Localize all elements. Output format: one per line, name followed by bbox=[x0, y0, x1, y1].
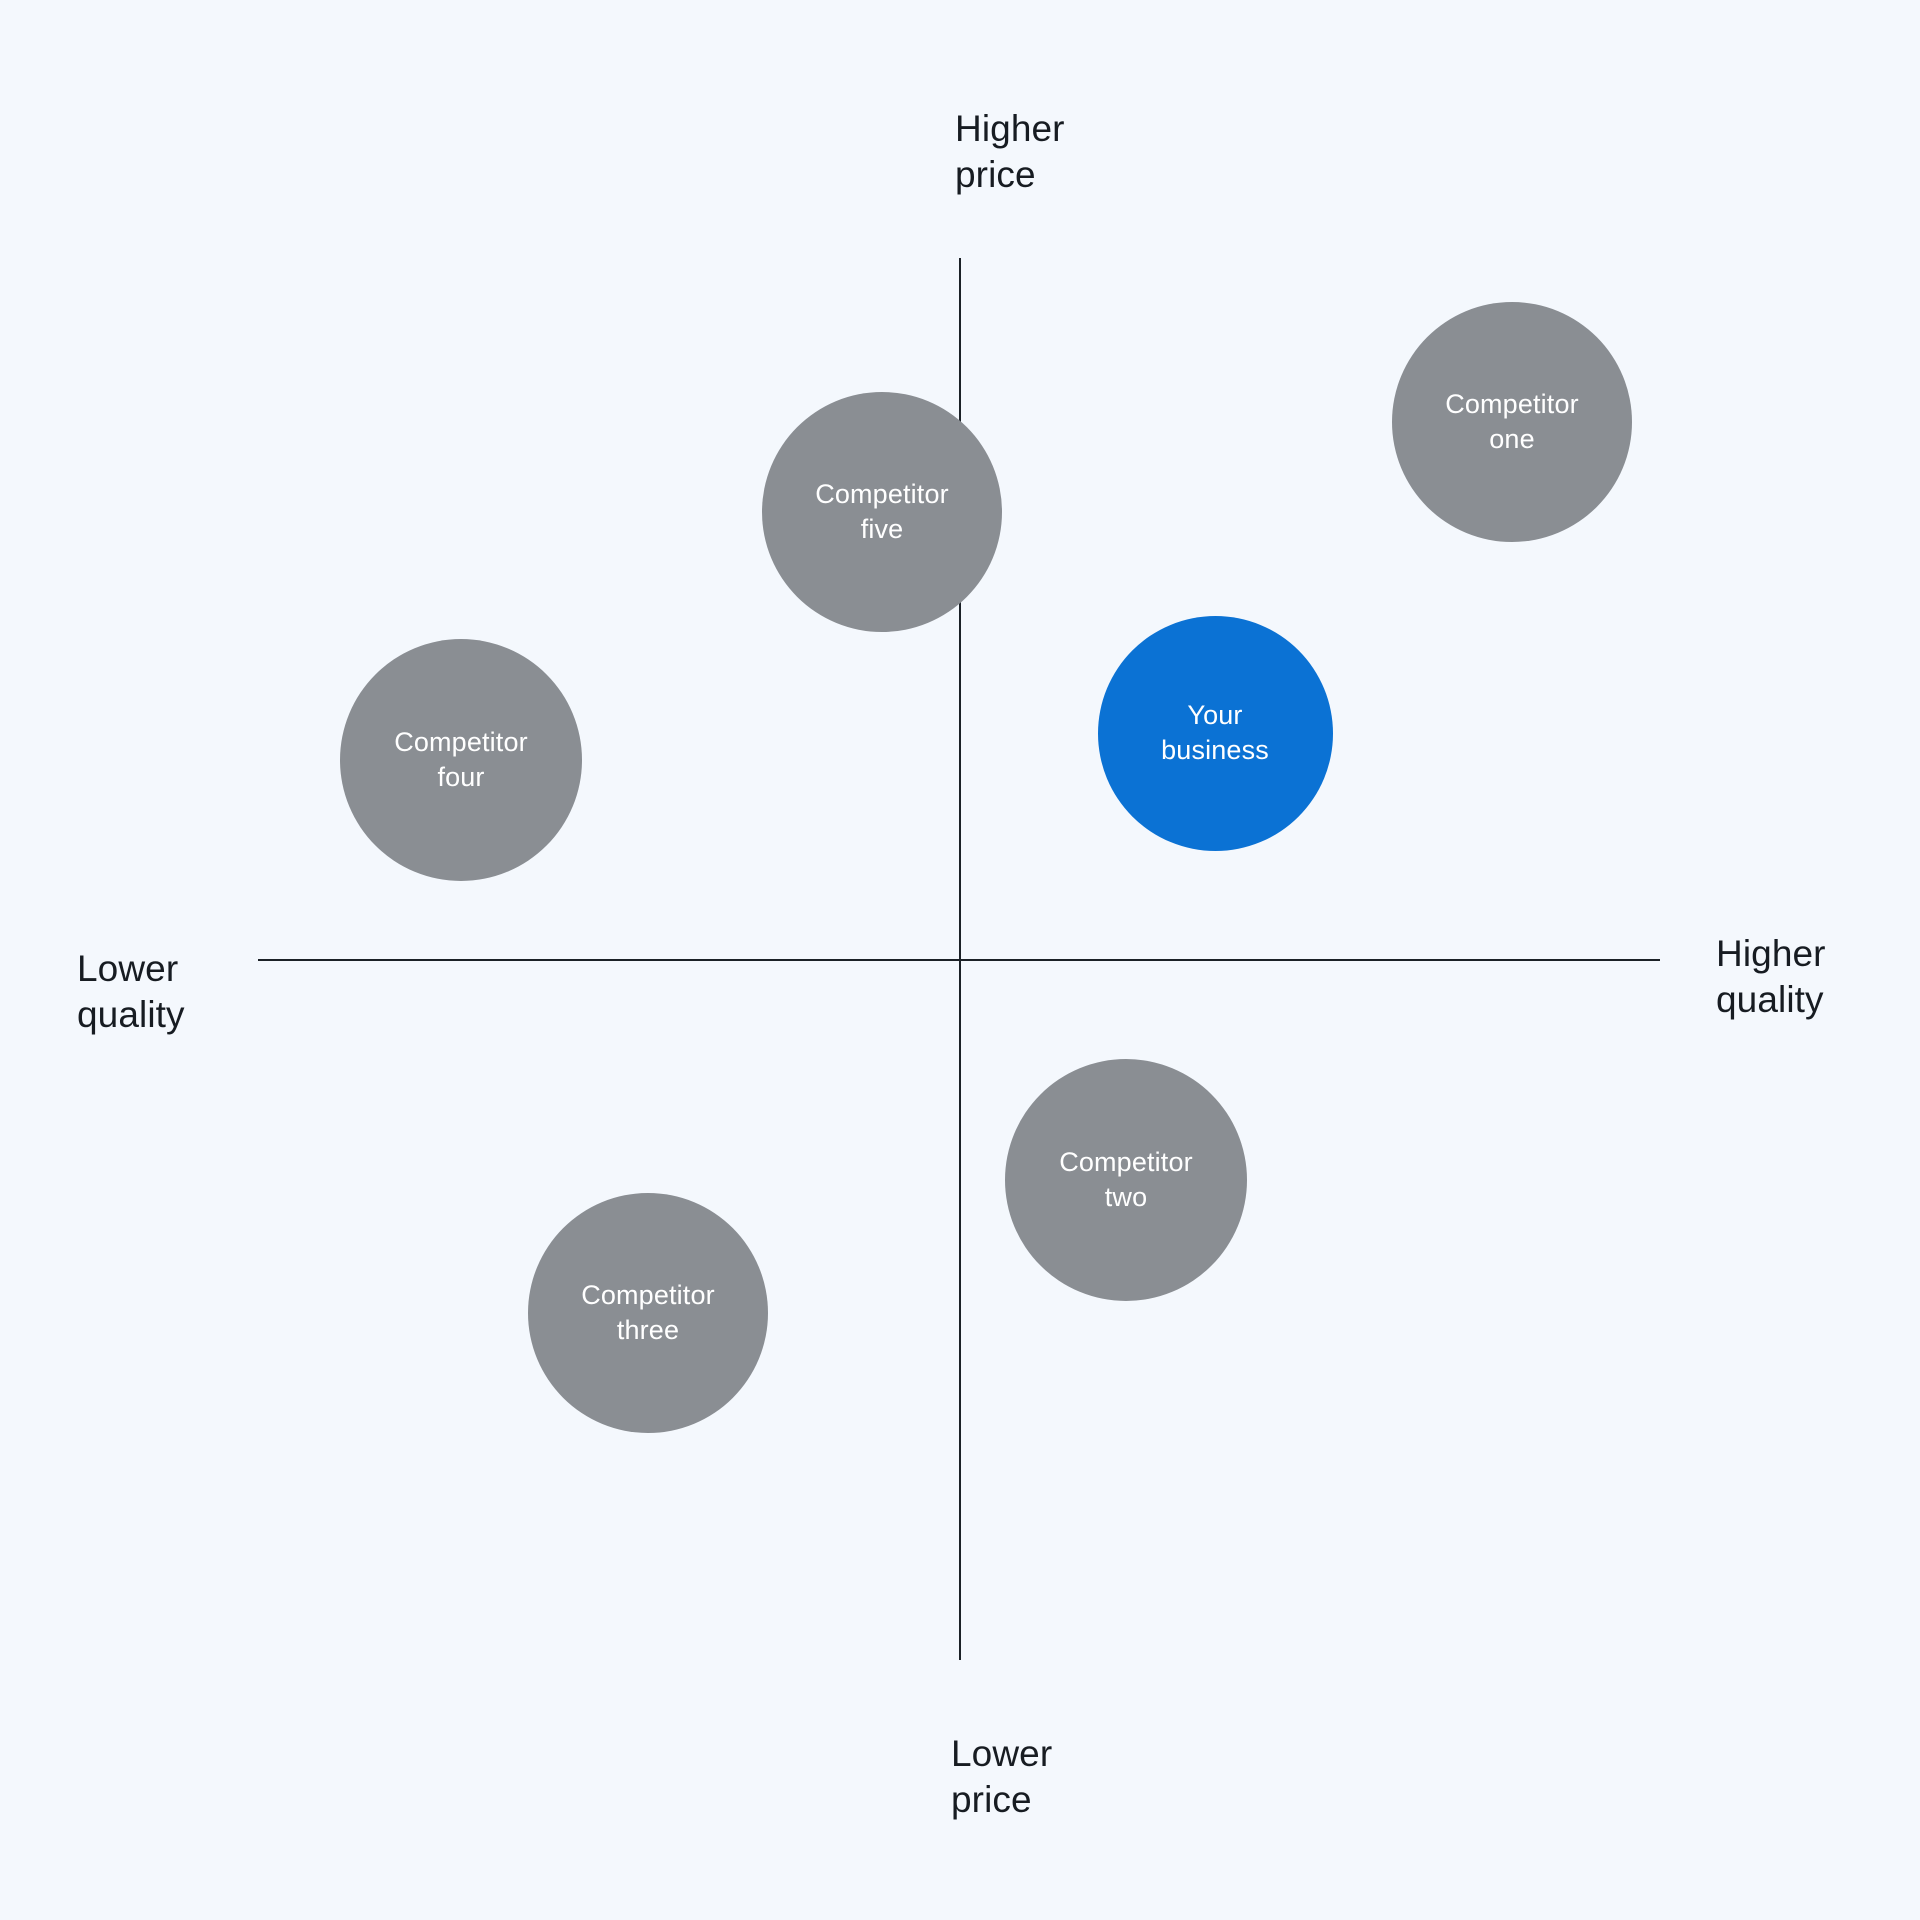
bubble-label: Competitor three bbox=[581, 1280, 715, 1345]
bubble-competitor-one[interactable]: Competitor one bbox=[1392, 302, 1632, 542]
bubble-competitor-three[interactable]: Competitor three bbox=[528, 1193, 768, 1433]
bubble-competitor-four[interactable]: Competitor four bbox=[340, 639, 582, 881]
bubble-your-business[interactable]: Your business bbox=[1097, 615, 1333, 851]
bubble-competitor-five[interactable]: Competitor five bbox=[762, 392, 1002, 632]
bubble-label: Competitor four bbox=[394, 727, 528, 792]
bubble-competitor-two[interactable]: Competitor two bbox=[1005, 1059, 1247, 1301]
horizontal-axis-quality bbox=[258, 959, 1660, 961]
bubble-label: Competitor one bbox=[1445, 389, 1579, 454]
axis-label-higher-price: Higher price bbox=[955, 108, 1065, 195]
axis-label-lower-price: Lower price bbox=[951, 1733, 1053, 1820]
axis-label-lower-quality: Lower quality bbox=[77, 948, 185, 1035]
axis-label-higher-quality: Higher quality bbox=[1716, 933, 1826, 1020]
bubble-label: Competitor five bbox=[815, 479, 949, 544]
bubble-label: Competitor two bbox=[1059, 1147, 1193, 1212]
bubble-label: Your business bbox=[1161, 700, 1269, 765]
